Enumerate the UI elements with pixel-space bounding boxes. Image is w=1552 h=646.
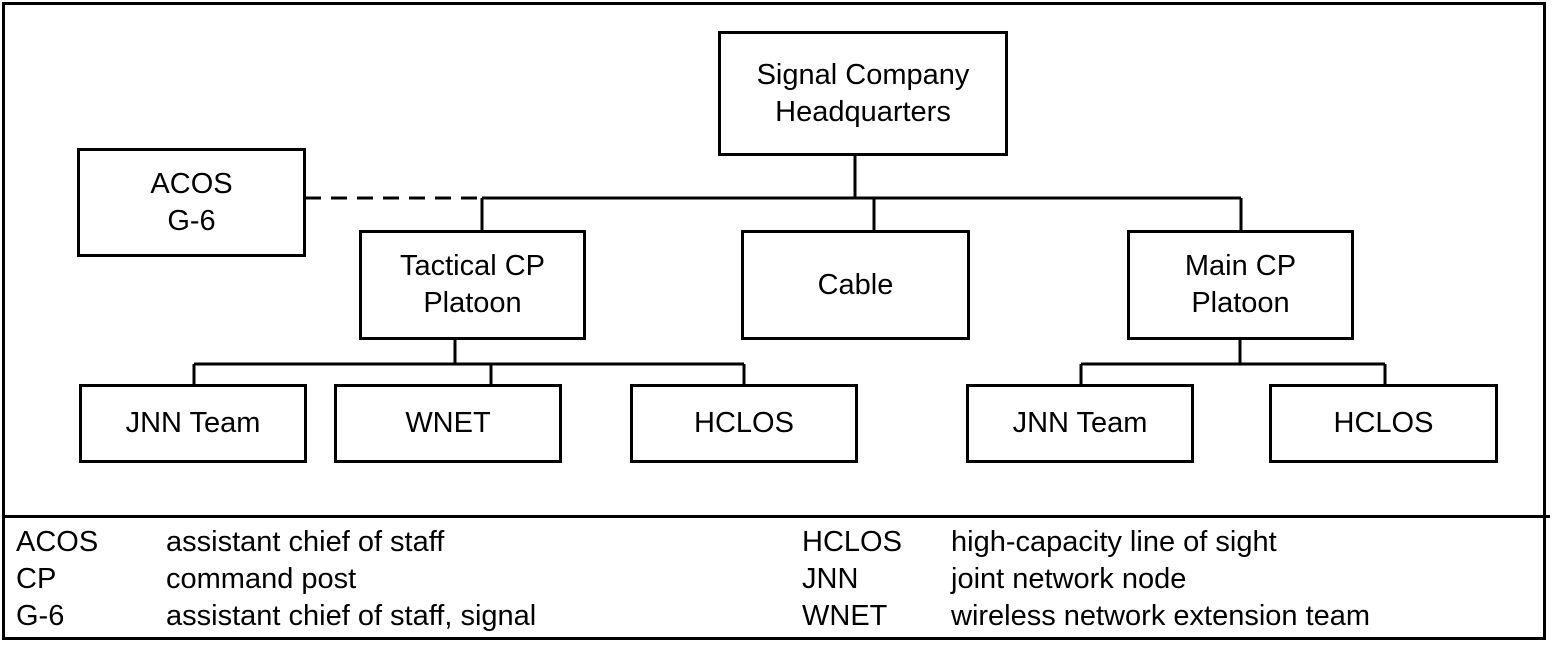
node-label: Headquarters [775, 95, 951, 128]
legend-meaning: assistant chief of staff [166, 526, 445, 558]
legend-meaning: high-capacity line of sight [951, 526, 1277, 558]
node-jnn-team-tactical: JNN Team [79, 384, 307, 463]
node-label: WNET [405, 407, 491, 439]
node-label: Main CP [1184, 250, 1297, 282]
node-label: Tactical CP [399, 250, 546, 282]
legend-abbr: JNN [802, 563, 859, 595]
legend-meaning: wireless network extension team [951, 600, 1371, 632]
legend-abbr: HCLOS [802, 526, 902, 558]
node-hclos-tactical: HCLOS [630, 384, 858, 463]
node-tactical-cp-platoon: Tactical CP Platoon [359, 230, 586, 340]
node-label: G-6 [167, 204, 216, 237]
legend-abbr: ACOS [16, 526, 99, 558]
node-label: Signal Company [756, 58, 970, 91]
legend-divider [2, 515, 1550, 518]
legend-meaning: command post [166, 563, 357, 595]
node-acos-g6: ACOS G-6 [77, 148, 306, 257]
node-wnet: WNET [334, 384, 562, 463]
legend-meaning: joint network node [951, 563, 1187, 595]
node-label: JNN Team [125, 407, 261, 439]
node-jnn-team-main: JNN Team [966, 384, 1194, 463]
node-hclos-main: HCLOS [1269, 384, 1498, 463]
node-label: Platoon [1191, 287, 1290, 319]
node-label: JNN Team [1012, 407, 1148, 439]
node-label: Cable [817, 268, 894, 301]
node-label: HCLOS [694, 407, 794, 439]
legend-abbr: CP [16, 563, 57, 595]
node-cable: Cable [741, 230, 970, 340]
legend-abbr: G-6 [16, 600, 65, 632]
legend-abbr: WNET [802, 600, 888, 632]
node-main-cp-platoon: Main CP Platoon [1127, 230, 1354, 340]
node-label: Platoon [423, 287, 522, 319]
node-label: ACOS [150, 167, 233, 200]
node-label: HCLOS [1333, 407, 1434, 439]
legend-meaning: assistant chief of staff, signal [166, 600, 537, 632]
